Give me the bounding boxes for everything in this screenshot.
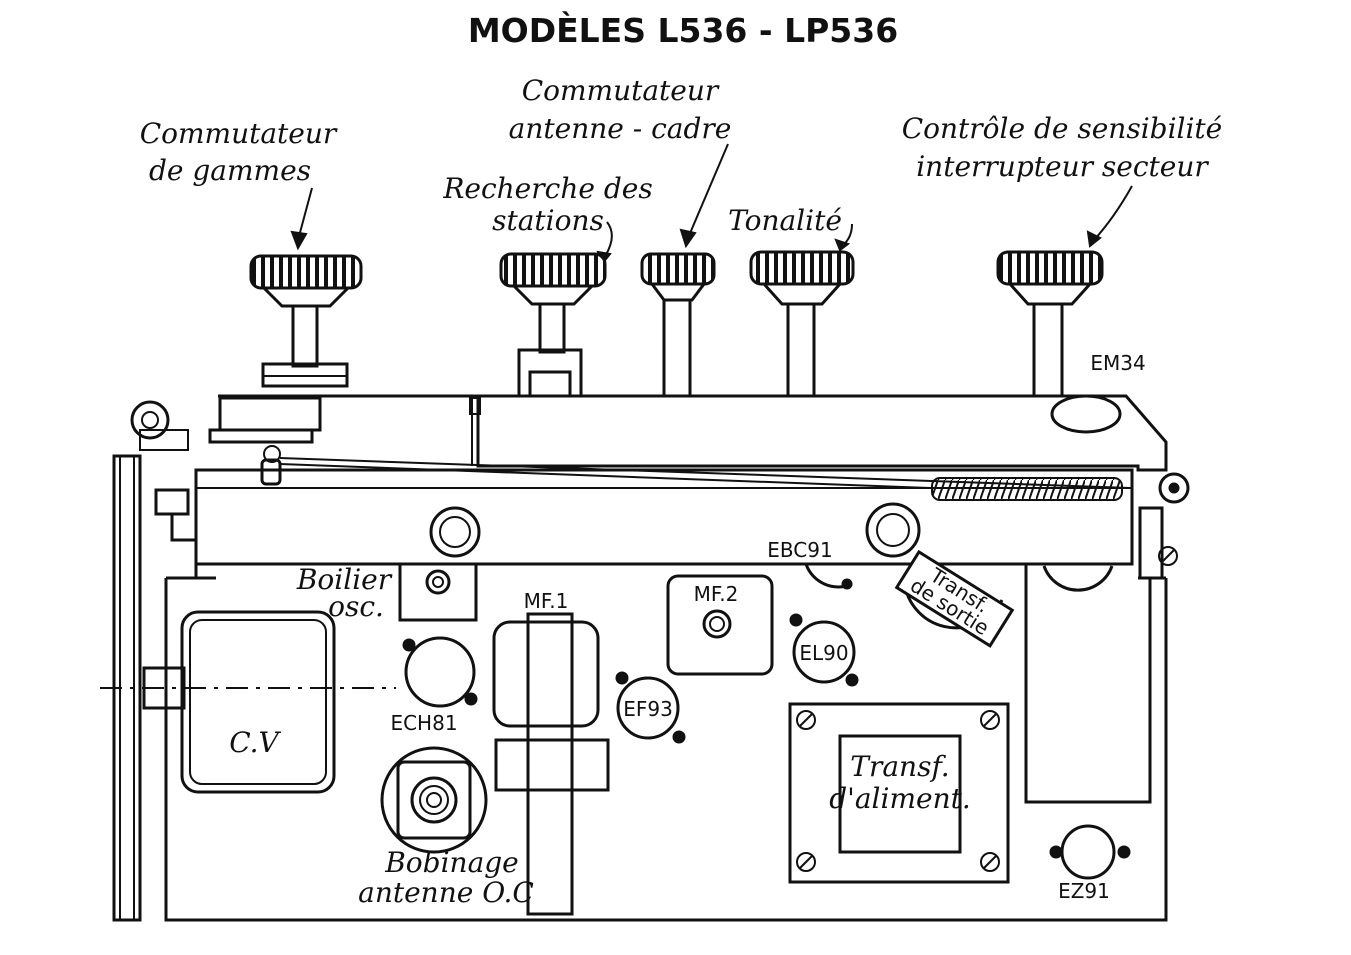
label-em34: EM34 [1090, 351, 1145, 375]
arrowhead-controle [1086, 230, 1102, 248]
label-commutateur-antenne-line1: Commutateur [522, 74, 720, 107]
label-mf2: MF.2 [694, 582, 739, 606]
knob-gammes[interactable] [249, 254, 363, 388]
label-controle-line2: interrupteur secteur [916, 150, 1209, 183]
tube-em34-socket [1050, 394, 1122, 434]
label-controle-line1: Contrôle de sensibilité [902, 112, 1223, 145]
label-el90: EL90 [799, 641, 848, 665]
label-ef93: EF93 [623, 697, 673, 721]
label-mf1: MF.1 [524, 589, 569, 613]
knob-recherche[interactable] [499, 252, 607, 398]
label-recherche-line2: stations [492, 204, 604, 237]
chassis-frame [100, 394, 1190, 922]
dial-spring [931, 477, 1123, 501]
tube-el90 [792, 620, 856, 684]
knob-sensibilite[interactable] [996, 250, 1104, 398]
label-commutateur-gammes-line2: de gammes [149, 154, 311, 187]
right-capacitor-block [1024, 564, 1152, 804]
arrowhead-tonalite [834, 238, 851, 252]
arrow-controle [1093, 185, 1133, 241]
diagram-title: MODÈLES L536 - LP536 [468, 10, 898, 50]
label-ez91: EZ91 [1058, 879, 1110, 903]
label-commutateur-antenne-line2: antenne - cadre [509, 112, 732, 145]
arrowhead-antenne [679, 228, 697, 249]
label-recherche-line1: Recherche des [442, 172, 652, 205]
mf1-transformer [492, 612, 610, 916]
knob-tonalite[interactable] [749, 250, 855, 398]
knob-antenne-cadre[interactable] [640, 252, 716, 398]
tube-ez91 [1060, 824, 1116, 880]
arrowhead-gammes [290, 230, 308, 251]
arrow-antenne [687, 143, 729, 239]
bobinage-antenne-oc [380, 746, 488, 854]
label-transf-alim-line2: d'aliment. [829, 782, 971, 815]
tube-ech81 [404, 636, 476, 708]
mf2-transformer [666, 574, 774, 676]
cv-variable-capacitor: C.V [180, 610, 336, 794]
transf-alimentation: Transf. d'aliment. [788, 702, 1010, 884]
label-commutateur-gammes-line1: Commutateur [140, 117, 338, 150]
label-boilier-line2: osc. [328, 590, 384, 623]
boilier-osc-box [398, 564, 478, 622]
label-bobinage-line2: antenne O.C [358, 876, 534, 909]
label-tonalite: Tonalité [728, 204, 842, 237]
label-bobinage-line1: Bobinage [384, 846, 519, 879]
arrow-gammes [297, 187, 313, 241]
label-transf-alim-line1: Transf. [850, 750, 949, 783]
label-cv: C.V [229, 726, 281, 759]
label-ebc91: EBC91 [767, 538, 832, 562]
label-ech81: ECH81 [390, 711, 457, 735]
label-boilier-line1: Boilier [296, 563, 393, 596]
tube-ef93 [616, 676, 680, 740]
